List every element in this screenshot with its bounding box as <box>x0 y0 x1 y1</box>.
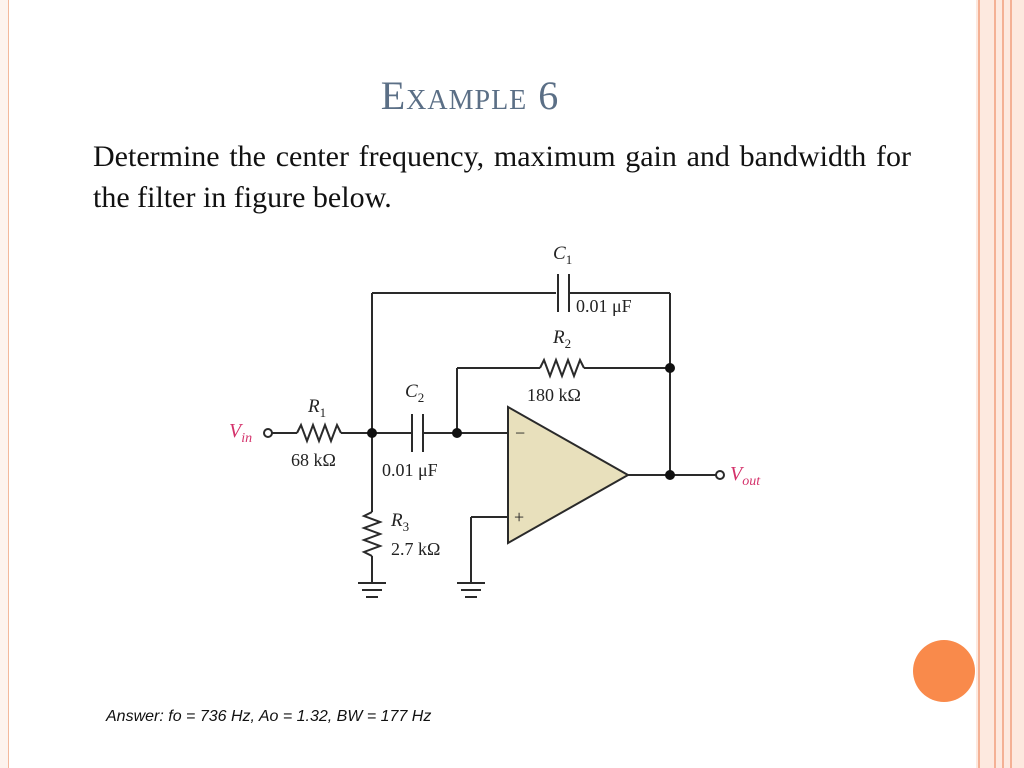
vin-terminal <box>263 428 273 438</box>
r1-resistor <box>296 422 342 444</box>
r3-value: 2.7 kΩ <box>391 539 440 559</box>
ground-symbol-r3 <box>358 582 386 598</box>
junction-node-b <box>452 428 462 438</box>
r3-label: R3 <box>390 510 409 534</box>
slide-title: Example 6 <box>380 73 560 118</box>
left-frame-border <box>0 0 9 768</box>
vout-label: Vout <box>730 463 761 489</box>
vout-terminal <box>715 470 725 480</box>
opamp <box>507 405 631 545</box>
c2-value: 0.01 μF <box>382 460 438 480</box>
r3-resistor <box>361 511 383 557</box>
r2-value: 180 kΩ <box>527 385 581 405</box>
ground-symbol-plus <box>457 582 485 598</box>
c1-value: 0.01 μF <box>576 296 632 316</box>
opamp-minus-sign: − <box>515 423 525 443</box>
vin-label: Vin <box>229 420 252 446</box>
junction-node-a <box>367 428 377 438</box>
junction-feedback <box>665 363 675 373</box>
r1-value: 68 kΩ <box>291 450 336 470</box>
right-frame-stripes <box>976 0 1024 768</box>
c1-label: C1 <box>553 243 572 267</box>
opamp-plus-sign: + <box>514 507 524 527</box>
r2-resistor <box>539 357 585 379</box>
slide-body-text: Determine the center frequency, maximum … <box>93 140 911 214</box>
r2-label: R2 <box>552 327 571 351</box>
decorative-orange-circle <box>913 640 975 702</box>
r1-label: R1 <box>307 396 326 420</box>
junction-output <box>665 470 675 480</box>
c2-label: C2 <box>405 381 424 405</box>
answer-text: Answer: fo = 736 Hz, Ao = 1.32, BW = 177… <box>106 708 432 725</box>
